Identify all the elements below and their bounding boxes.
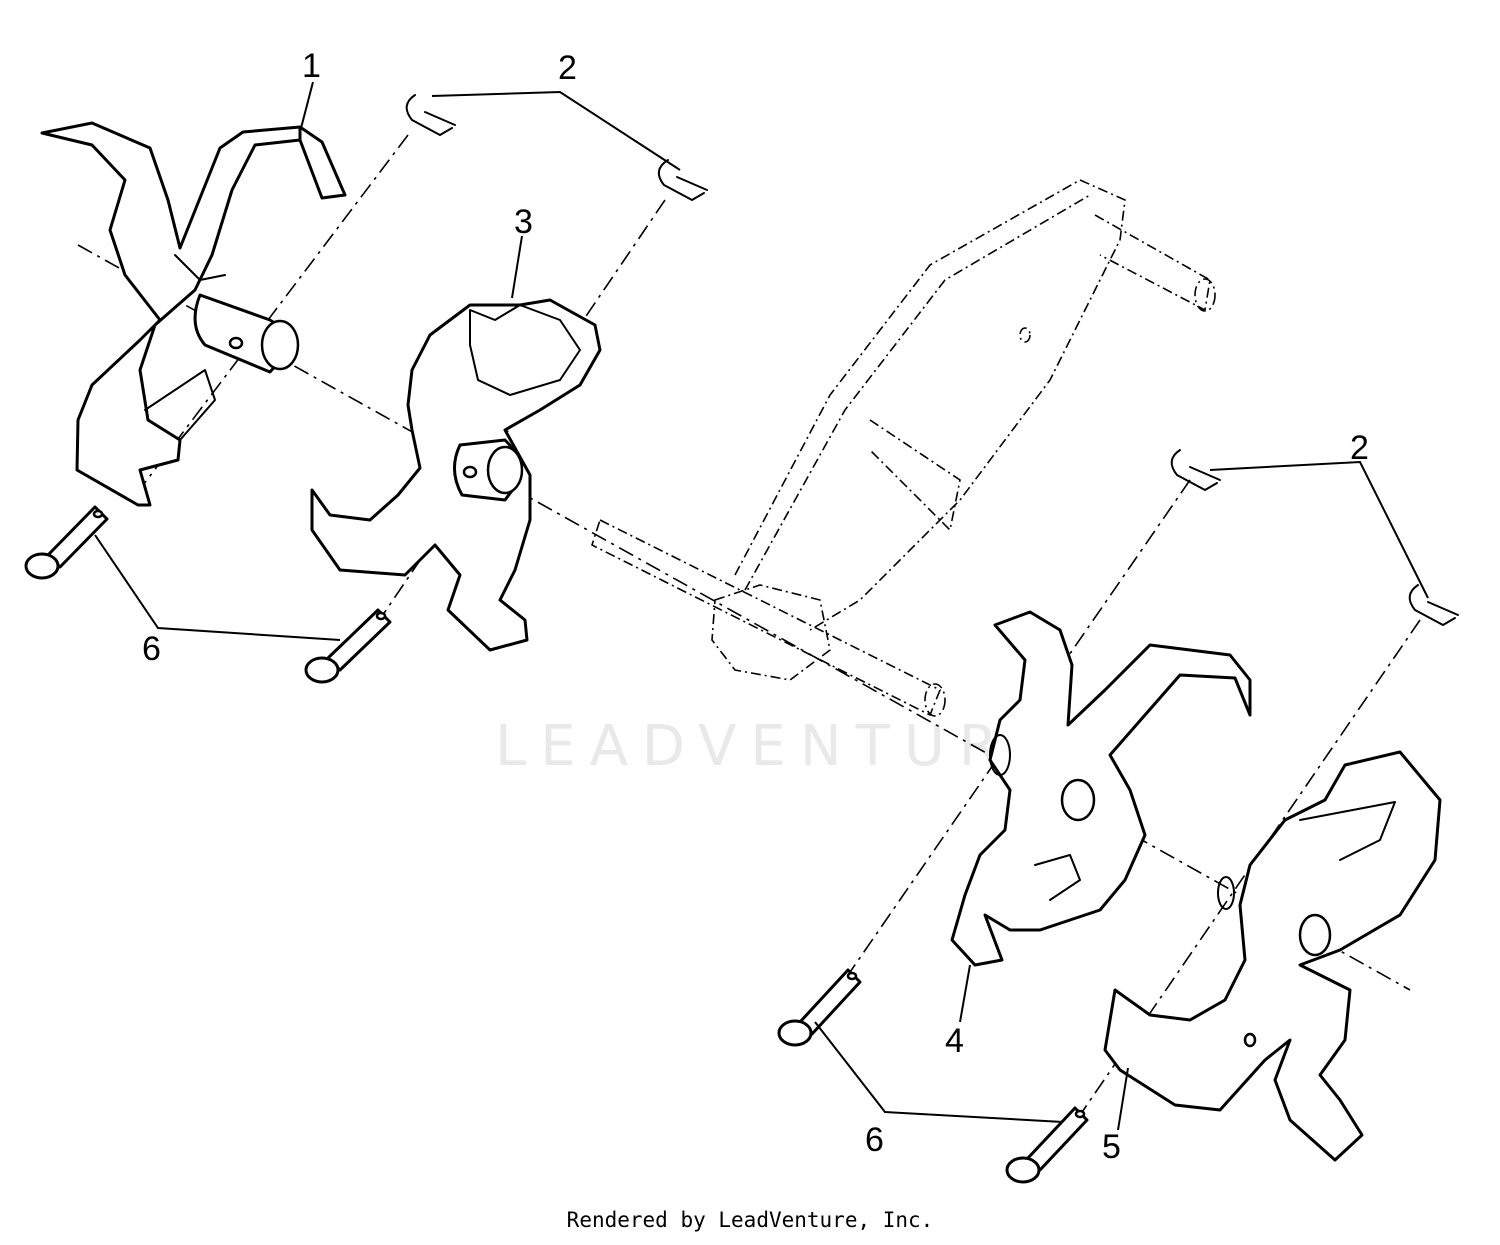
callout-5: 5 (1102, 1128, 1121, 1166)
leader-6a (94, 534, 341, 641)
clevis-pin-2 (304, 608, 392, 684)
leader-3 (511, 235, 523, 299)
tine-1-hub-bore (260, 319, 300, 371)
leader-2a (431, 90, 681, 171)
leader-6b (814, 1021, 1064, 1123)
hairpin-clip-4 (1408, 584, 1459, 626)
tine-3-hub-bore (486, 445, 524, 495)
leader-2b (1209, 460, 1429, 599)
callout-6-left: 6 (142, 630, 161, 668)
clevis-pin-4 (1005, 1106, 1089, 1184)
shaft-centerline (77, 244, 1411, 991)
tine-part-3 (310, 298, 602, 652)
leader-1 (299, 81, 314, 133)
clevis-pin-3 (777, 968, 862, 1047)
leader-5 (1117, 1067, 1129, 1131)
hairpin-clip-1 (405, 94, 456, 136)
callout-6-right: 6 (865, 1121, 884, 1159)
watermark: LEADVENTURE (495, 714, 1061, 779)
clevis-pin-1 (24, 505, 109, 580)
hairpin-clip-3 (1170, 449, 1221, 491)
tine-shaft-housing-phantom (591, 179, 1216, 717)
callout-2-right: 2 (1350, 429, 1369, 467)
footer-credit: Rendered by LeadVenture, Inc. (566, 1208, 934, 1232)
callout-3: 3 (514, 203, 533, 241)
tine-5-hub-bore (1298, 913, 1332, 957)
tine-4-hub-bore (1060, 778, 1096, 822)
callout-1: 1 (302, 47, 321, 85)
leader-4 (959, 964, 971, 1023)
callout-2-top: 2 (558, 49, 577, 87)
tine-part-1 (40, 121, 347, 507)
tine-part-4 (950, 610, 1252, 967)
hairpin-clip-2 (657, 159, 708, 201)
callout-4: 4 (945, 1022, 964, 1060)
pin-axis-3 (847, 479, 1191, 976)
tine-part-5 (1103, 750, 1442, 1162)
